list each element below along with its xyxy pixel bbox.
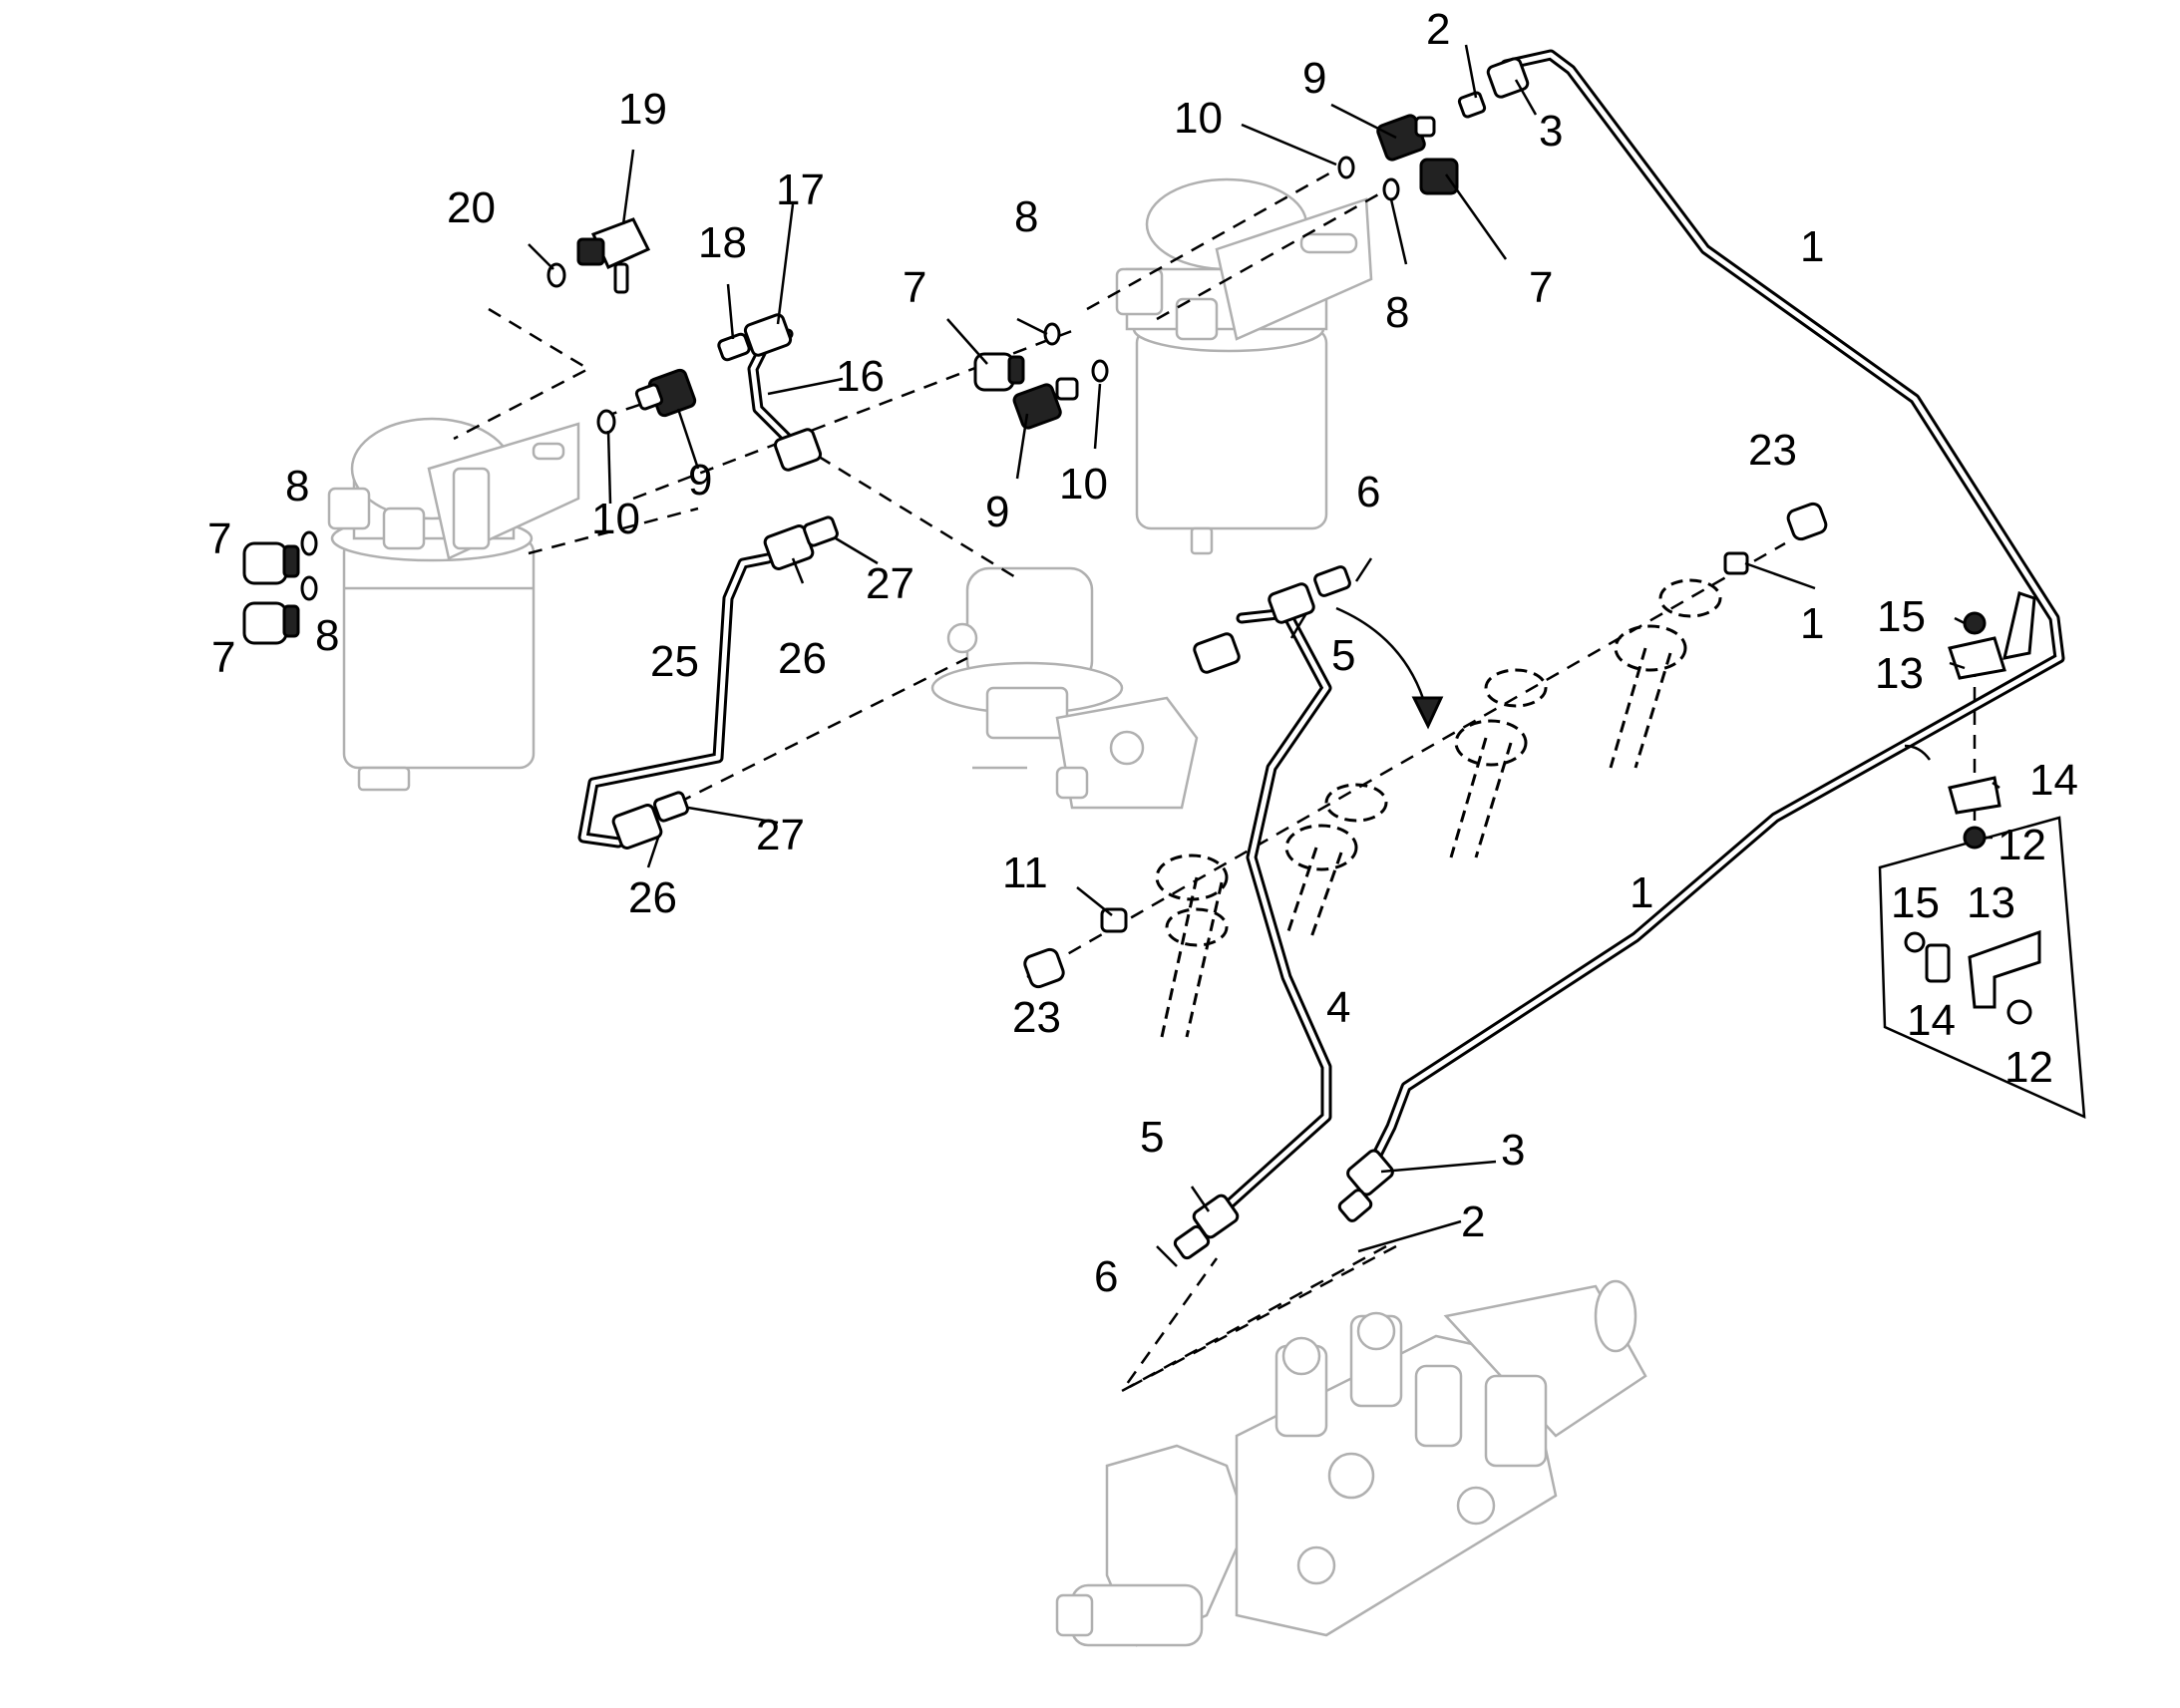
callout-9-a: 9 — [1302, 54, 1326, 103]
callout-14-b: 14 — [1907, 996, 1956, 1045]
callout-27-b: 27 — [756, 811, 805, 859]
callout-7-d: 7 — [211, 633, 235, 682]
callout-12-b: 12 — [2004, 1043, 2053, 1092]
direction-arrow — [1335, 606, 1932, 761]
callout-7-b: 7 — [1529, 263, 1553, 312]
callout-9-b: 9 — [688, 456, 712, 505]
callout-10-c: 10 — [1059, 460, 1108, 509]
callout-10-b: 10 — [591, 495, 640, 543]
callout-15-b: 15 — [1891, 878, 1940, 927]
callout-19: 19 — [618, 85, 667, 134]
callout-3-a: 3 — [1539, 107, 1563, 156]
callout-13-b: 13 — [1967, 878, 2015, 927]
callout-11: 11 — [1002, 849, 1048, 897]
callout-9-c: 9 — [985, 488, 1009, 536]
callout-8-d: 8 — [315, 611, 339, 660]
callout-17: 17 — [776, 166, 825, 214]
callout-8-b: 8 — [1385, 288, 1409, 337]
fuel-pipes — [577, 49, 2065, 1227]
fuel-injection-pump — [1055, 1279, 1647, 1647]
callout-4: 4 — [1326, 983, 1350, 1032]
callout-7-a: 7 — [903, 263, 926, 312]
callout-20: 20 — [447, 183, 496, 232]
callout-13-a: 13 — [1875, 649, 1924, 698]
bracket-detail-inset — [1878, 816, 2086, 1120]
callout-6-a: 6 — [1356, 468, 1380, 516]
leader-lines — [528, 44, 2000, 1267]
callout-8-c: 8 — [285, 462, 309, 511]
callout-25: 25 — [650, 637, 699, 686]
callout-14-a: 14 — [2029, 756, 2078, 805]
callout-15-a: 15 — [1877, 592, 1926, 641]
callout-5-a: 5 — [1331, 631, 1355, 680]
callout-1-a: 1 — [1800, 222, 1824, 271]
callout-1-b: 1 — [1800, 599, 1824, 648]
callout-2-b: 2 — [1461, 1197, 1485, 1246]
callout-23-b: 23 — [1012, 993, 1061, 1042]
callout-3-b: 3 — [1501, 1126, 1525, 1175]
fuel-lift-pump — [930, 566, 1199, 810]
callout-26-b: 26 — [628, 873, 677, 922]
callout-8-a: 8 — [1014, 192, 1038, 241]
callout-27-a: 27 — [866, 559, 914, 608]
callout-23-a: 23 — [1748, 426, 1797, 475]
callout-5-b: 5 — [1140, 1113, 1164, 1162]
injectors — [1155, 578, 1722, 1038]
callout-26-a: 26 — [778, 634, 827, 683]
callout-labels: 1 1 1 2 2 3 3 4 5 5 6 6 7 7 7 7 8 8 8 8 … — [207, 5, 2078, 1301]
callout-1-c: 1 — [1630, 868, 1653, 917]
callout-16: 16 — [836, 352, 885, 401]
callout-18: 18 — [698, 218, 747, 267]
callout-2-a: 2 — [1426, 5, 1450, 54]
callout-7-c: 7 — [207, 514, 231, 563]
right-fuel-filter — [1115, 177, 1373, 555]
left-fuel-filter — [327, 417, 580, 792]
callout-10-a: 10 — [1174, 94, 1223, 143]
callout-12-a: 12 — [1998, 821, 2046, 869]
callout-6-b: 6 — [1094, 1252, 1118, 1301]
